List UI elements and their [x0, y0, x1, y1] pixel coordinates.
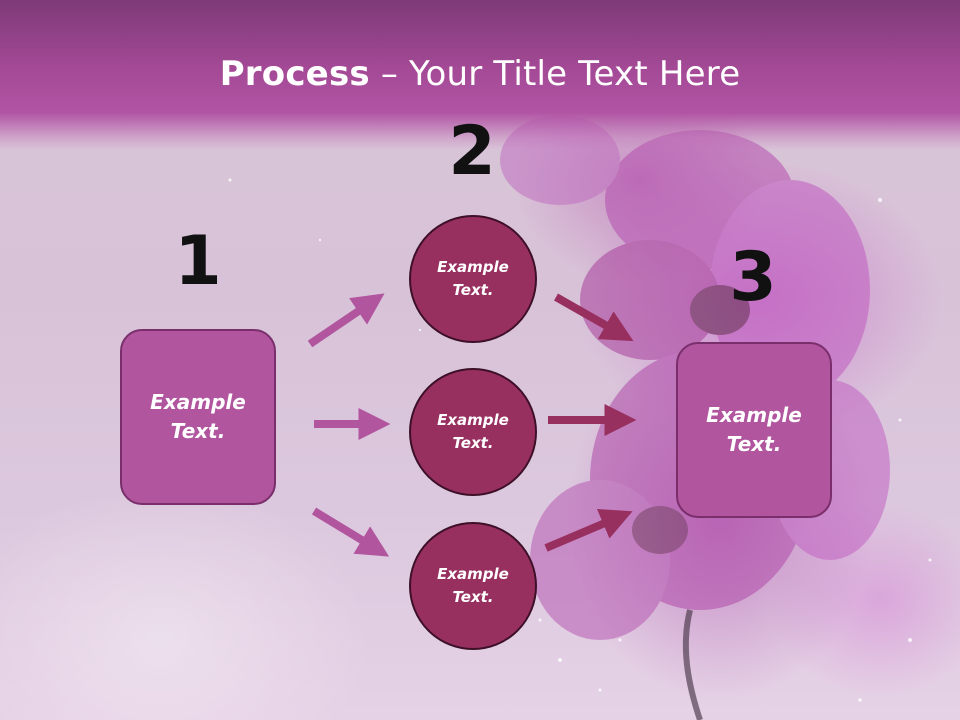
arrow-bottom-to-3 — [544, 509, 633, 552]
arrow-1-to-top — [307, 293, 385, 348]
arrow-1-to-bottom — [311, 507, 390, 557]
title-rest: – Your Title Text Here — [369, 54, 741, 94]
left-box: Example Text. — [120, 329, 276, 505]
step-number-3: 3 — [729, 238, 777, 317]
slide-title: Process – Your Title Text Here — [0, 52, 960, 96]
circle-top-text: Example Text. — [437, 258, 509, 299]
step-number-1: 1 — [174, 222, 222, 301]
circle-bottom-text: Example Text. — [437, 565, 509, 606]
title-band — [0, 0, 960, 150]
circle-middle-text: Example Text. — [437, 411, 509, 452]
circle-top: Example Text. — [409, 215, 537, 343]
circle-bottom: Example Text. — [409, 522, 537, 650]
step-number-2: 2 — [448, 112, 496, 191]
left-box-text: Example Text. — [150, 390, 246, 443]
circle-middle: Example Text. — [409, 368, 537, 496]
right-box: Example Text. — [676, 342, 832, 518]
right-box-text: Example Text. — [706, 403, 802, 456]
title-bold: Process — [219, 54, 370, 94]
arrow-top-to-3 — [554, 293, 634, 342]
